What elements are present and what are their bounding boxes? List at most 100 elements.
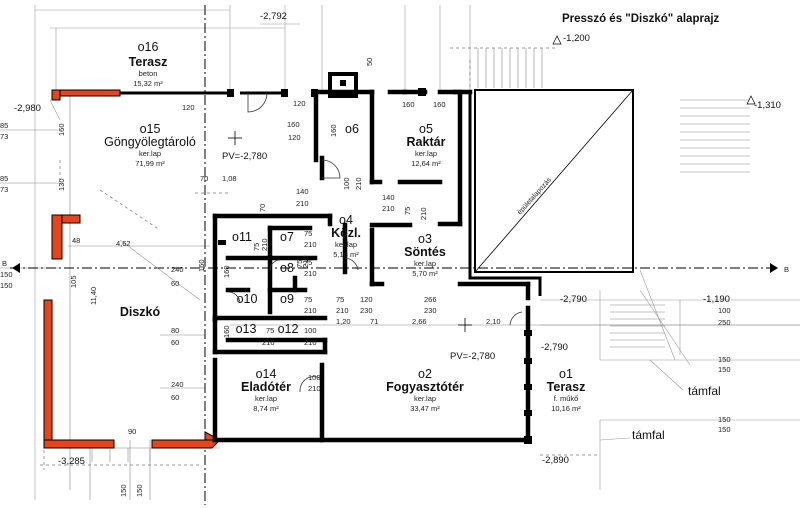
svg-text:Közl.: Közl. xyxy=(331,226,361,240)
svg-text:230: 230 xyxy=(360,306,373,315)
room-o14: o14 Eladótér ker.lap 8,74 m² xyxy=(241,367,291,413)
svg-text:o1: o1 xyxy=(559,367,573,381)
svg-text:4,62: 4,62 xyxy=(116,239,131,248)
svg-text:-1,190: -1,190 xyxy=(703,294,730,305)
svg-text:100: 100 xyxy=(304,326,317,335)
svg-text:100: 100 xyxy=(718,306,731,315)
svg-text:150: 150 xyxy=(119,484,128,497)
svg-text:-2,792: -2,792 xyxy=(260,11,287,22)
svg-text:o14: o14 xyxy=(256,367,277,381)
svg-text:75: 75 xyxy=(304,258,312,267)
svg-text:5,70 m²: 5,70 m² xyxy=(412,269,438,278)
svg-text:beton: beton xyxy=(139,69,158,78)
svg-text:73: 73 xyxy=(0,185,8,194)
svg-text:160: 160 xyxy=(329,124,338,137)
foundation-note: épületalapozás xyxy=(516,176,553,216)
svg-text:15,32 m²: 15,32 m² xyxy=(133,79,163,88)
svg-text:210: 210 xyxy=(336,306,349,315)
svg-text:60: 60 xyxy=(171,393,179,402)
room-o12: o12 xyxy=(278,322,299,336)
dimension-labels: 50 120 120 160 160 120 160 160 160 70 1,… xyxy=(0,58,731,497)
room-o8: o8 xyxy=(280,261,294,275)
svg-text:B: B xyxy=(2,259,7,268)
svg-text:210: 210 xyxy=(419,207,428,220)
svg-text:-2,980: -2,980 xyxy=(14,103,41,114)
svg-text:Terasz: Terasz xyxy=(129,55,168,69)
svg-text:f. műkő: f. műkő xyxy=(554,394,579,403)
svg-text:230: 230 xyxy=(424,306,437,315)
svg-text:70: 70 xyxy=(200,174,208,183)
svg-text:75: 75 xyxy=(304,229,312,238)
svg-text:o4: o4 xyxy=(339,213,353,227)
room-o11: o11 xyxy=(232,230,252,244)
svg-text:ker.lap: ker.lap xyxy=(415,149,437,158)
svg-text:150: 150 xyxy=(718,425,731,434)
svg-text:160: 160 xyxy=(433,100,446,109)
svg-text:210: 210 xyxy=(304,240,317,249)
svg-text:140: 140 xyxy=(296,187,309,196)
svg-text:85: 85 xyxy=(0,121,8,130)
svg-text:-3,285: -3,285 xyxy=(58,456,85,467)
svg-text:-2,790: -2,790 xyxy=(560,294,587,305)
svg-text:75: 75 xyxy=(252,243,261,251)
level-markers: -2,792 -1,200 -2,980 -1,310 PV=-2,780 -2… xyxy=(14,11,781,467)
section-line: B B xyxy=(2,5,789,505)
room-o13: o13 xyxy=(236,322,257,336)
svg-text:71: 71 xyxy=(370,317,378,326)
svg-text:ker.lap: ker.lap xyxy=(139,149,161,158)
svg-text:210: 210 xyxy=(304,338,317,347)
svg-text:100: 100 xyxy=(308,373,321,382)
svg-text:12,64 m²: 12,64 m² xyxy=(411,159,441,168)
room-o6: o6 xyxy=(345,122,359,136)
svg-text:támfal: támfal xyxy=(632,428,665,442)
svg-text:10,16 m²: 10,16 m² xyxy=(551,404,581,413)
svg-text:75: 75 xyxy=(403,207,412,215)
svg-text:Göngyölegtároló: Göngyölegtároló xyxy=(104,135,196,149)
svg-text:120: 120 xyxy=(293,99,306,108)
svg-text:140: 140 xyxy=(382,193,395,202)
svg-text:210: 210 xyxy=(301,255,310,268)
orange-walls xyxy=(43,89,222,449)
svg-text:-2,790: -2,790 xyxy=(541,342,568,353)
svg-text:210: 210 xyxy=(260,238,269,251)
svg-text:75: 75 xyxy=(295,260,304,268)
svg-text:105: 105 xyxy=(69,275,78,288)
svg-text:75: 75 xyxy=(304,295,312,304)
svg-text:33,47 m²: 33,47 m² xyxy=(410,404,440,413)
svg-text:o5: o5 xyxy=(419,122,433,136)
svg-text:120: 120 xyxy=(288,133,301,142)
svg-text:Fogyasztótér: Fogyasztótér xyxy=(386,380,464,394)
room-o4: o4 Közl. ker.lap 5,18 m² xyxy=(331,213,361,259)
svg-text:266: 266 xyxy=(424,295,437,304)
svg-text:210: 210 xyxy=(296,199,309,208)
svg-text:48: 48 xyxy=(72,236,80,245)
svg-text:o3: o3 xyxy=(418,232,432,246)
foundation-block: épületalapozás xyxy=(468,89,634,296)
svg-text:1,08: 1,08 xyxy=(222,174,237,183)
svg-text:160: 160 xyxy=(222,265,231,278)
svg-text:240: 240 xyxy=(171,265,184,274)
svg-text:ker.lap: ker.lap xyxy=(414,394,436,403)
svg-text:ker.lap: ker.lap xyxy=(335,240,357,249)
svg-text:160: 160 xyxy=(287,120,300,129)
svg-text:8,74 m²: 8,74 m² xyxy=(253,404,279,413)
svg-text:250: 250 xyxy=(718,318,731,327)
room-diszko: Diszkó xyxy=(120,305,161,319)
room-o9: o9 xyxy=(280,292,294,306)
room-o1: o1 Terasz f. műkő 10,16 m² xyxy=(547,367,586,413)
svg-text:ker.lap: ker.lap xyxy=(255,394,277,403)
svg-text:Raktár: Raktár xyxy=(407,135,446,149)
svg-text:150: 150 xyxy=(718,365,731,374)
svg-text:160: 160 xyxy=(222,325,231,338)
room-o16: o16 Terasz beton 15,32 m² xyxy=(129,40,168,88)
svg-text:240: 240 xyxy=(171,380,184,389)
plan-title: Presszó és "Diszkó" alaprajz xyxy=(562,13,720,25)
svg-text:71,99 m²: 71,99 m² xyxy=(135,159,165,168)
svg-text:73: 73 xyxy=(0,132,8,141)
walls xyxy=(120,72,532,444)
svg-text:210: 210 xyxy=(304,269,317,278)
svg-text:ker.lap: ker.lap xyxy=(414,259,436,268)
svg-text:210: 210 xyxy=(308,384,321,393)
svg-text:100: 100 xyxy=(342,177,351,190)
